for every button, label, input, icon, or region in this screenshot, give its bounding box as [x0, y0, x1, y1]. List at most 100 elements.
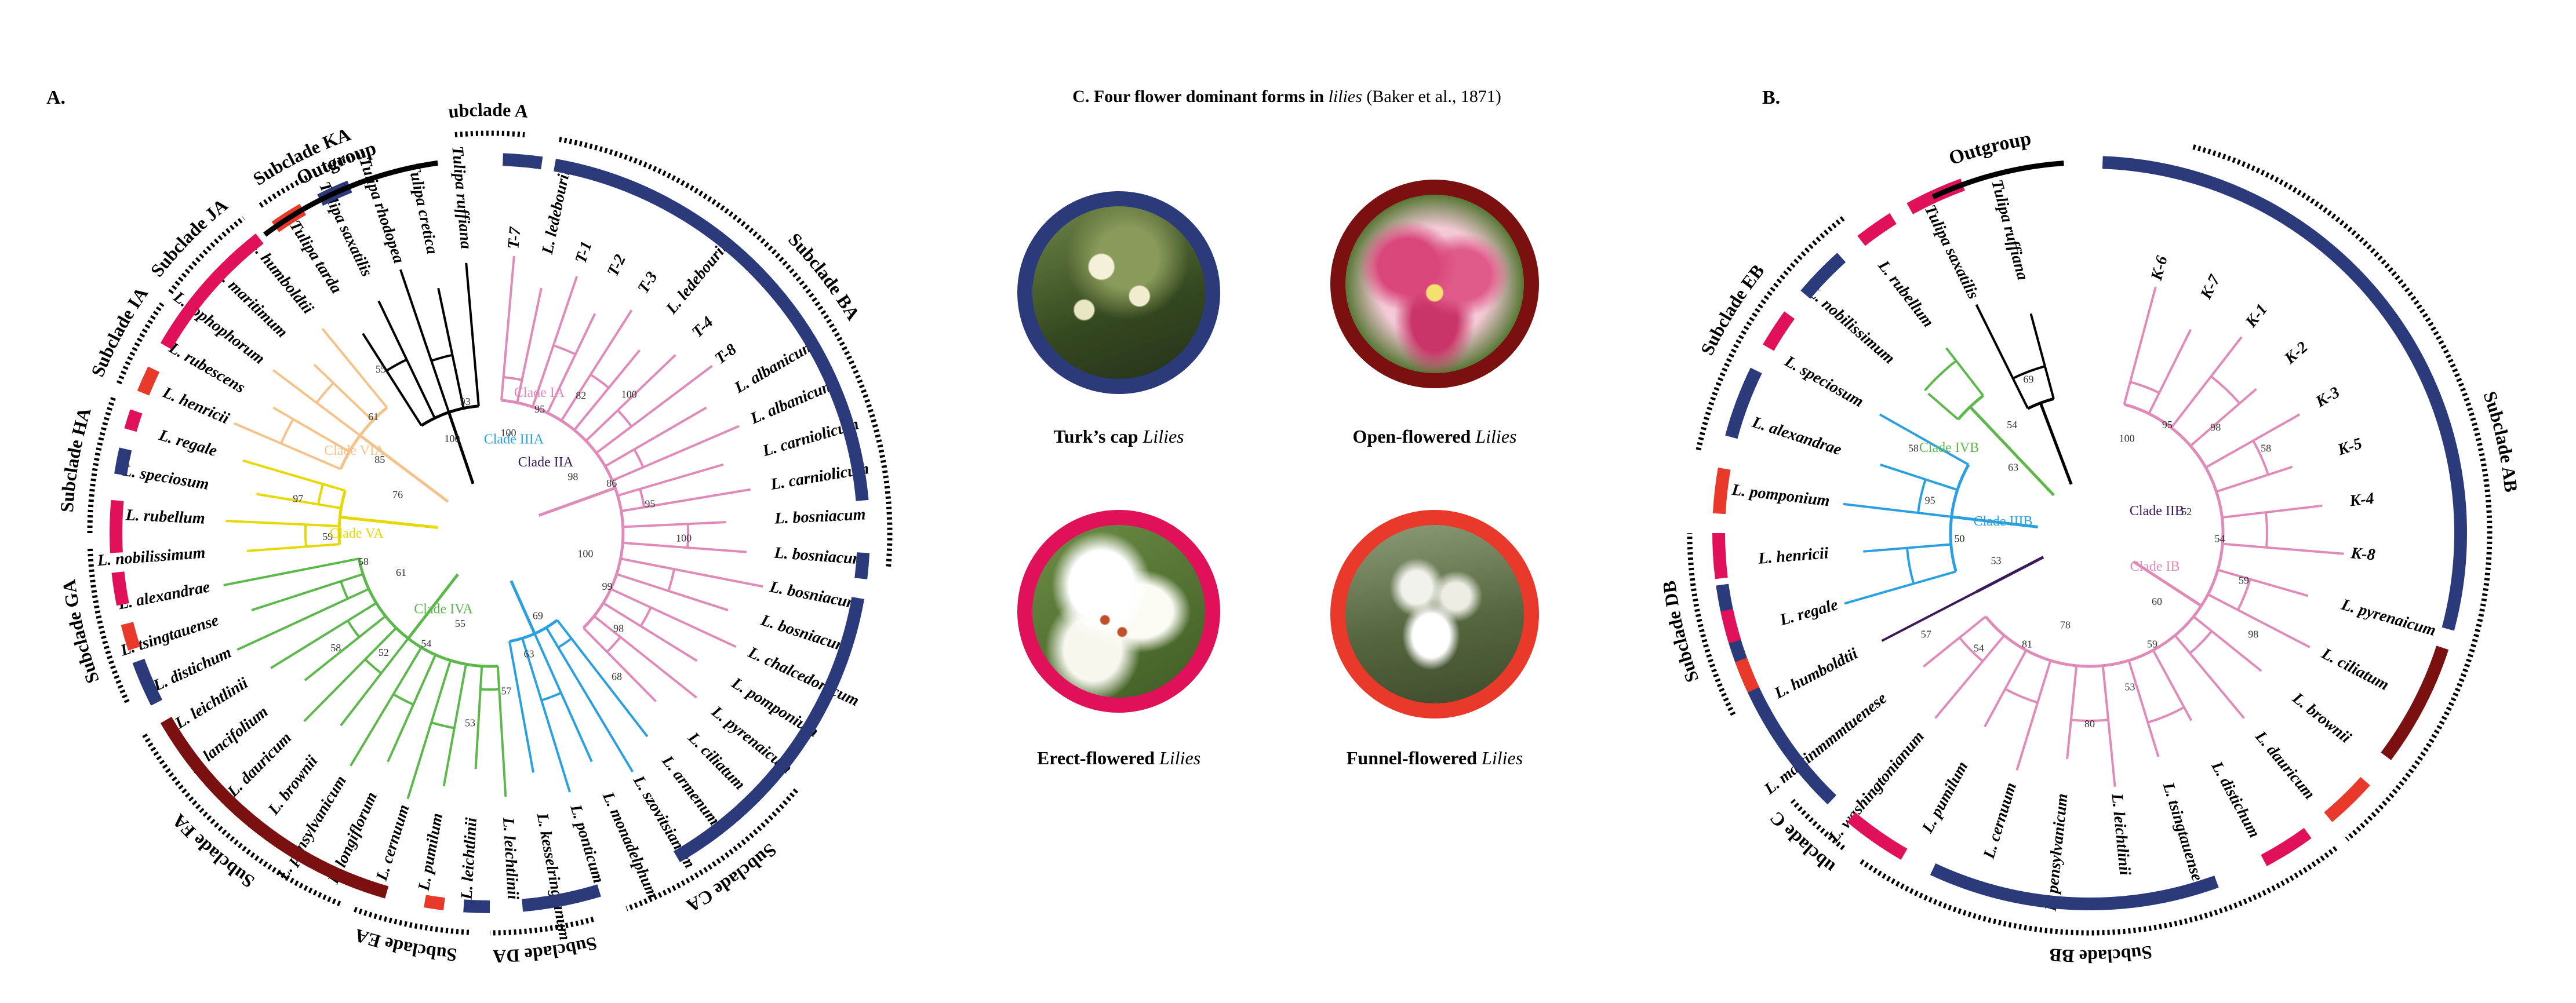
node-arc [633, 448, 645, 468]
branch [1881, 590, 1977, 642]
node-arc [2252, 440, 2269, 475]
subclade-arc [1687, 532, 1736, 716]
taxon-label: T-2 [604, 252, 630, 280]
node-arc [431, 721, 455, 730]
branch [246, 543, 340, 552]
support-value: 57 [501, 685, 511, 697]
taxon-label: L. pumilum [414, 812, 446, 893]
taxon-label: L. dauricum [2251, 727, 2319, 803]
branch [533, 633, 593, 763]
branch [350, 647, 423, 767]
branch [1922, 615, 1986, 668]
flower-form-arc [503, 153, 543, 170]
node-arc [639, 607, 652, 627]
branch [500, 256, 515, 401]
flower-form-arc [1800, 253, 1846, 299]
branch [508, 641, 535, 773]
branch [2127, 660, 2160, 757]
taxon-label: Tulipa cretica [405, 161, 441, 256]
subclade-label: Subclade AB [2479, 389, 2522, 494]
support-value: 69 [533, 610, 543, 621]
node-arc [1906, 548, 1915, 584]
taxon-label: K-6 [2148, 254, 2171, 283]
support-value: 80 [2084, 718, 2095, 730]
node-arc [340, 581, 349, 600]
subclade-label-textpath: Subclade AB [2479, 389, 2522, 494]
taxon-label: K-5 [2335, 435, 2364, 459]
taxon-label: L. nobilissimum [1804, 283, 1898, 367]
branch [1880, 464, 1958, 491]
branch [2170, 336, 2243, 429]
flower-form-arc [111, 571, 129, 606]
branch [1934, 634, 2006, 719]
support-value: 82 [576, 389, 586, 401]
branch [1879, 413, 1970, 466]
taxon-label: K-7 [2197, 272, 2224, 302]
branch [2189, 388, 2257, 447]
taxon-label: L. washingtonianum [1825, 728, 1928, 847]
taxon-label: Tulipa ruffiana [1988, 178, 2032, 282]
branch [2029, 313, 2055, 399]
taxon-label: K-2 [2281, 338, 2312, 369]
taxon-label: L. henricii [159, 383, 232, 428]
branch [593, 615, 697, 699]
support-value: 59 [2147, 638, 2157, 650]
node-arc [667, 568, 675, 592]
turks-cap-genus: Lilies [1143, 426, 1184, 447]
node-arc [606, 636, 621, 653]
support-value: 78 [2060, 619, 2071, 631]
tree-b: K-6K-7K-1K-2K-3K-5K-4K-8L. pyrenaicumL. … [0, 0, 2522, 967]
taxon-label: L. bosniacum [758, 611, 851, 656]
support-value: 68 [612, 670, 622, 682]
branch [616, 572, 729, 611]
taxon-label: L. regale [1777, 596, 1840, 629]
clade-label: Clade IIB [2130, 504, 2184, 519]
clade-stem [1969, 406, 2055, 497]
subclade-arc [168, 216, 245, 294]
clade-stem [359, 434, 449, 503]
support-value: 95 [534, 403, 545, 415]
flower-form-arc [673, 597, 865, 863]
subclade-label: Subclade BB [2049, 942, 2153, 967]
branch [623, 521, 726, 528]
support-value: 85 [374, 454, 385, 465]
support-value: 100 [621, 389, 637, 400]
open-flowered-name: Open-flowered [1352, 426, 1471, 447]
support-value: 100 [2119, 433, 2135, 444]
subclade-arc [454, 130, 525, 138]
subclade-arc [87, 395, 117, 534]
node-arc [2012, 365, 2046, 380]
branch [602, 602, 698, 662]
branch [623, 541, 747, 553]
branch [256, 493, 341, 510]
subclade-label: Subclade DA [493, 933, 599, 967]
taxon-label: L. ledebourii [539, 168, 574, 256]
branch [1975, 304, 2029, 409]
flower-form-arc [110, 499, 124, 553]
node-arc [541, 691, 562, 702]
node-arc [590, 373, 610, 389]
erect-flowered-name: Erect-flowered [1036, 747, 1155, 768]
turks-cap-caption: Turk’s cap Lilies [985, 426, 1252, 447]
turks-cap-name: Turk’s cap [1053, 426, 1138, 447]
support-value: 69 [2023, 374, 2033, 385]
node-arc [2004, 688, 2038, 704]
support-value: 54 [2007, 419, 2017, 431]
flower-form-arc [2381, 645, 2449, 760]
subclade-label: Subclade HA [56, 405, 95, 513]
support-value: 98 [2248, 629, 2258, 640]
branch [546, 313, 596, 414]
support-value: 99 [602, 581, 613, 592]
subclade-arc [2192, 144, 2493, 842]
subclade-label-textpath: Subclade GA [58, 578, 103, 686]
node-arc [2264, 512, 2269, 548]
subclade-arc [625, 788, 799, 911]
support-value: 95 [2162, 419, 2173, 431]
erect-flowered-caption: Erect-flowered Lilies [985, 747, 1252, 769]
taxon-label: K-4 [2348, 490, 2375, 510]
taxon-label: L. leichtlinii [499, 816, 522, 900]
flower-form-arc [1847, 812, 1908, 860]
branch [2101, 665, 2116, 787]
clade-label: Clade VIA [324, 443, 385, 458]
